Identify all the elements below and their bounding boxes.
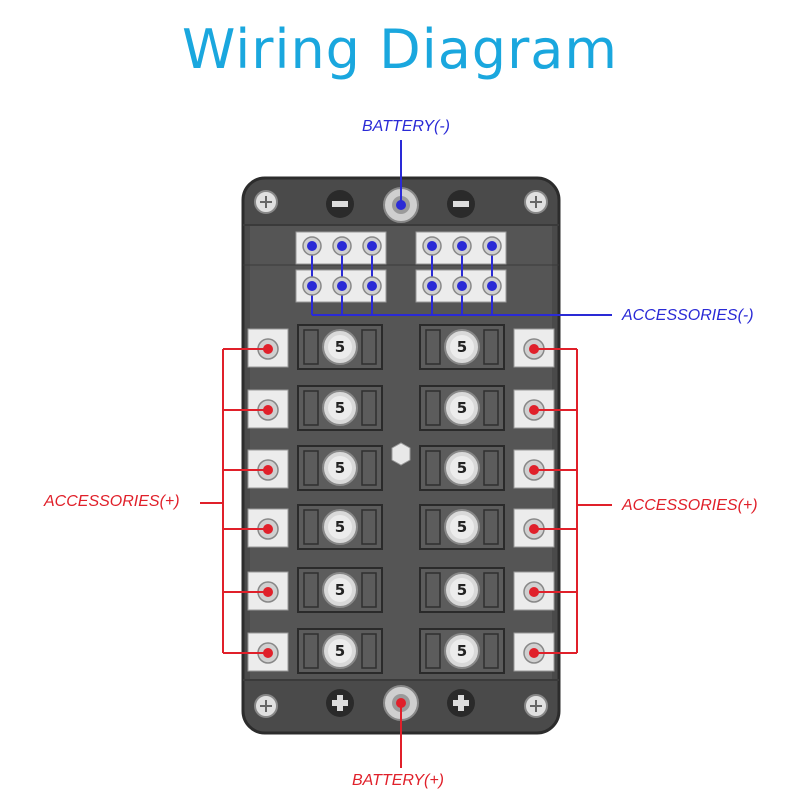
corner-screw-icon xyxy=(524,190,548,214)
negative-terminal-dot xyxy=(427,281,437,291)
fuse-group: 5 5 5 5 5 5 5 5 5 5 5 5 xyxy=(297,324,505,674)
fuse-rating-label: 5 xyxy=(457,642,467,660)
negative-terminal-dot xyxy=(337,281,347,291)
center-hex-nut xyxy=(391,442,411,466)
fuse-rating-label: 5 xyxy=(335,642,345,660)
positive-terminal-dot xyxy=(529,648,539,658)
battery-positive-label: BATTERY(+) xyxy=(352,772,445,789)
positive-terminal-dot xyxy=(263,465,273,475)
positive-terminal-dot xyxy=(263,648,273,658)
positive-terminal-dot xyxy=(529,465,539,475)
fuse: 5 xyxy=(419,445,505,491)
fuse: 5 xyxy=(419,567,505,613)
fuse: 5 xyxy=(297,504,383,550)
positive-terminal-dot xyxy=(529,524,539,534)
positive-terminal-dot xyxy=(529,405,539,415)
fuse-rating-label: 5 xyxy=(335,518,345,536)
fuse: 5 xyxy=(297,628,383,674)
minus-icon xyxy=(326,190,354,218)
fuse: 5 xyxy=(419,504,505,550)
accessories-positive-right-label: ACCESSORIES(+) xyxy=(622,497,758,514)
fuse-rating-label: 5 xyxy=(335,399,345,417)
accessories-positive-left-label: ACCESSORIES(+) xyxy=(44,493,180,510)
plus-icon xyxy=(326,689,354,717)
corner-screw-icon xyxy=(254,190,278,214)
plus-icon xyxy=(447,689,475,717)
fuse: 5 xyxy=(297,385,383,431)
positive-terminal-dot xyxy=(263,405,273,415)
fuse-rating-label: 5 xyxy=(457,399,467,417)
diagram-title: Wiring Diagram xyxy=(182,18,618,81)
fuse: 5 xyxy=(419,324,505,370)
fuse: 5 xyxy=(297,445,383,491)
negative-terminal-dot xyxy=(337,241,347,251)
corner-screw-icon xyxy=(254,694,278,718)
positive-terminal-dot xyxy=(263,524,273,534)
fuse: 5 xyxy=(297,324,383,370)
fuse-rating-label: 5 xyxy=(457,338,467,356)
battery-negative-label: BATTERY(-) xyxy=(362,118,450,135)
negative-terminal-dot xyxy=(487,241,497,251)
positive-terminal-dot xyxy=(529,344,539,354)
negative-terminal-dot xyxy=(457,281,467,291)
battery-negative-dot xyxy=(396,200,406,210)
fuse-rating-label: 5 xyxy=(457,518,467,536)
negative-terminal-dot xyxy=(307,241,317,251)
positive-terminal-dot xyxy=(263,344,273,354)
fuse-rating-label: 5 xyxy=(335,459,345,477)
positive-terminal-dot xyxy=(263,587,273,597)
negative-terminal-dot xyxy=(367,241,377,251)
fuse-rating-label: 5 xyxy=(335,338,345,356)
negative-terminal-dot xyxy=(487,281,497,291)
fuse: 5 xyxy=(419,385,505,431)
battery-positive-dot xyxy=(396,698,406,708)
negative-terminal-dot xyxy=(367,281,377,291)
negative-terminal-dot xyxy=(427,241,437,251)
accessories-negative-label: ACCESSORIES(-) xyxy=(622,307,754,324)
fuse-rating-label: 5 xyxy=(457,459,467,477)
fuse: 5 xyxy=(419,628,505,674)
positive-terminal-dot xyxy=(529,587,539,597)
fuse-rating-label: 5 xyxy=(335,581,345,599)
wire-group xyxy=(200,140,612,768)
minus-icon xyxy=(447,190,475,218)
negative-terminal-dot xyxy=(307,281,317,291)
corner-screw-icon xyxy=(524,694,548,718)
fuse-rating-label: 5 xyxy=(457,581,467,599)
fuse: 5 xyxy=(297,567,383,613)
negative-terminal-dot xyxy=(457,241,467,251)
